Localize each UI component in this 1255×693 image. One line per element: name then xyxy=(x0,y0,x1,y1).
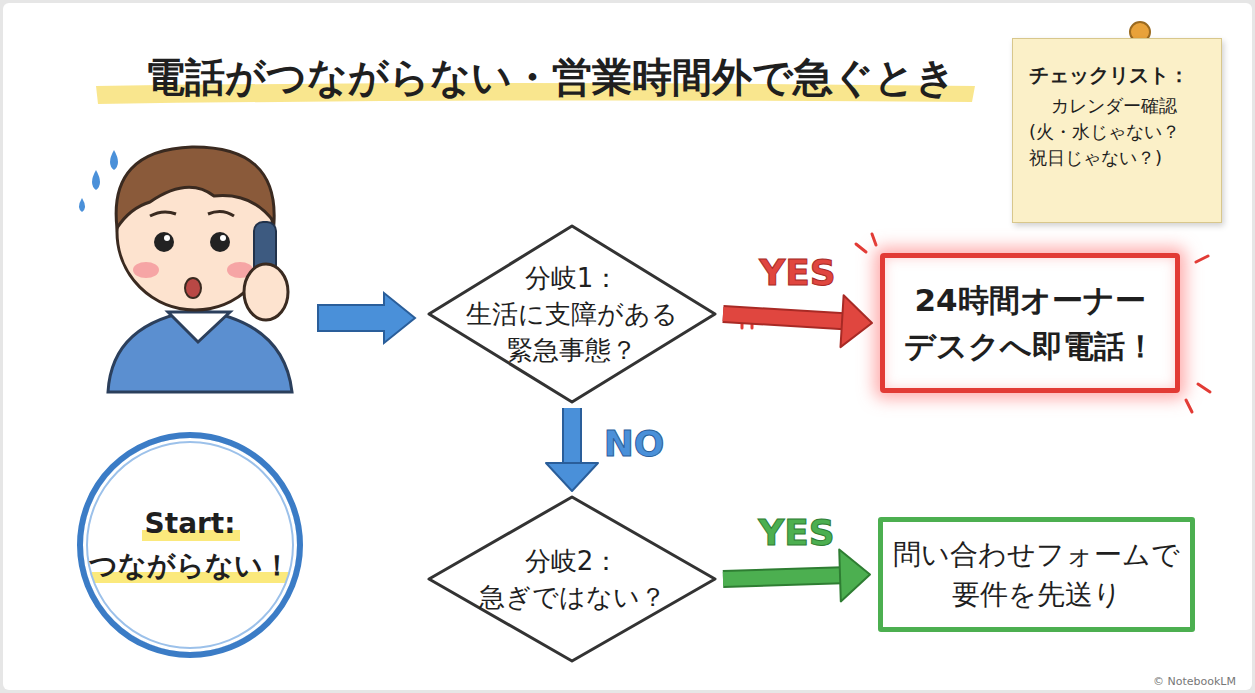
edge-label: YES xyxy=(758,513,835,553)
sparkle-marks xyxy=(742,234,1210,412)
connector-line xyxy=(723,314,844,321)
node-text: 分岐1： 生活に支障がある 緊急事態？ xyxy=(459,260,685,368)
start-circle: Start: つながらない！ xyxy=(77,432,303,658)
action-box: 問い合わせフォームで 要件を先送り xyxy=(878,517,1195,632)
connector-outline xyxy=(723,314,844,321)
flow-arrow xyxy=(318,293,415,343)
arrow-head xyxy=(839,549,870,601)
watermark: © NotebookLM xyxy=(1153,675,1236,688)
connector-outline xyxy=(723,575,842,579)
arrow-head xyxy=(546,463,598,491)
node-text: Start: つながらない！ xyxy=(84,503,296,587)
connector-line xyxy=(723,575,842,579)
node-text: 問い合わせフォームで 要件を先送り xyxy=(889,535,1185,615)
connector-line xyxy=(564,408,580,465)
connector-outline xyxy=(562,408,582,465)
flow-connector xyxy=(546,408,598,491)
decision-diamond: 分岐1： 生活に支障がある 緊急事態？ xyxy=(427,224,717,404)
diamond-outline xyxy=(427,495,717,663)
diamond-shape xyxy=(429,497,715,661)
flow-connector xyxy=(723,549,870,601)
sticky-note: チェックリスト： カレンダー確認 (火・水じゃない？ 祝日じゃない？) xyxy=(1012,38,1222,223)
node-body-text: カレンダー確認 (火・水じゃない？ 祝日じゃない？) xyxy=(1029,93,1201,171)
action-box: 24時間オーナー デスクへ即電話！ xyxy=(880,253,1180,393)
arrow-head xyxy=(840,295,872,347)
flow-connector xyxy=(723,295,872,347)
title-text: 電話がつながらない・営業時間外で急ぐとき xyxy=(100,51,1000,103)
board: 電話がつながらない・営業時間外で急ぐとき Start: つながらない！ 分岐1： 生… xyxy=(3,3,1252,690)
decision-diamond: 分岐2： 急ぎではない？ xyxy=(427,495,717,663)
edge-label: NO xyxy=(604,424,665,464)
person-illustration xyxy=(79,147,292,392)
edge-label: YES xyxy=(759,253,836,293)
diamond-shape xyxy=(429,226,715,402)
node-text: 分岐2： 急ぎではない？ xyxy=(459,543,685,615)
node-text: 24時間オーナー デスクへ即電話！ xyxy=(890,277,1170,369)
node-text: チェックリスト： xyxy=(1029,61,1189,89)
